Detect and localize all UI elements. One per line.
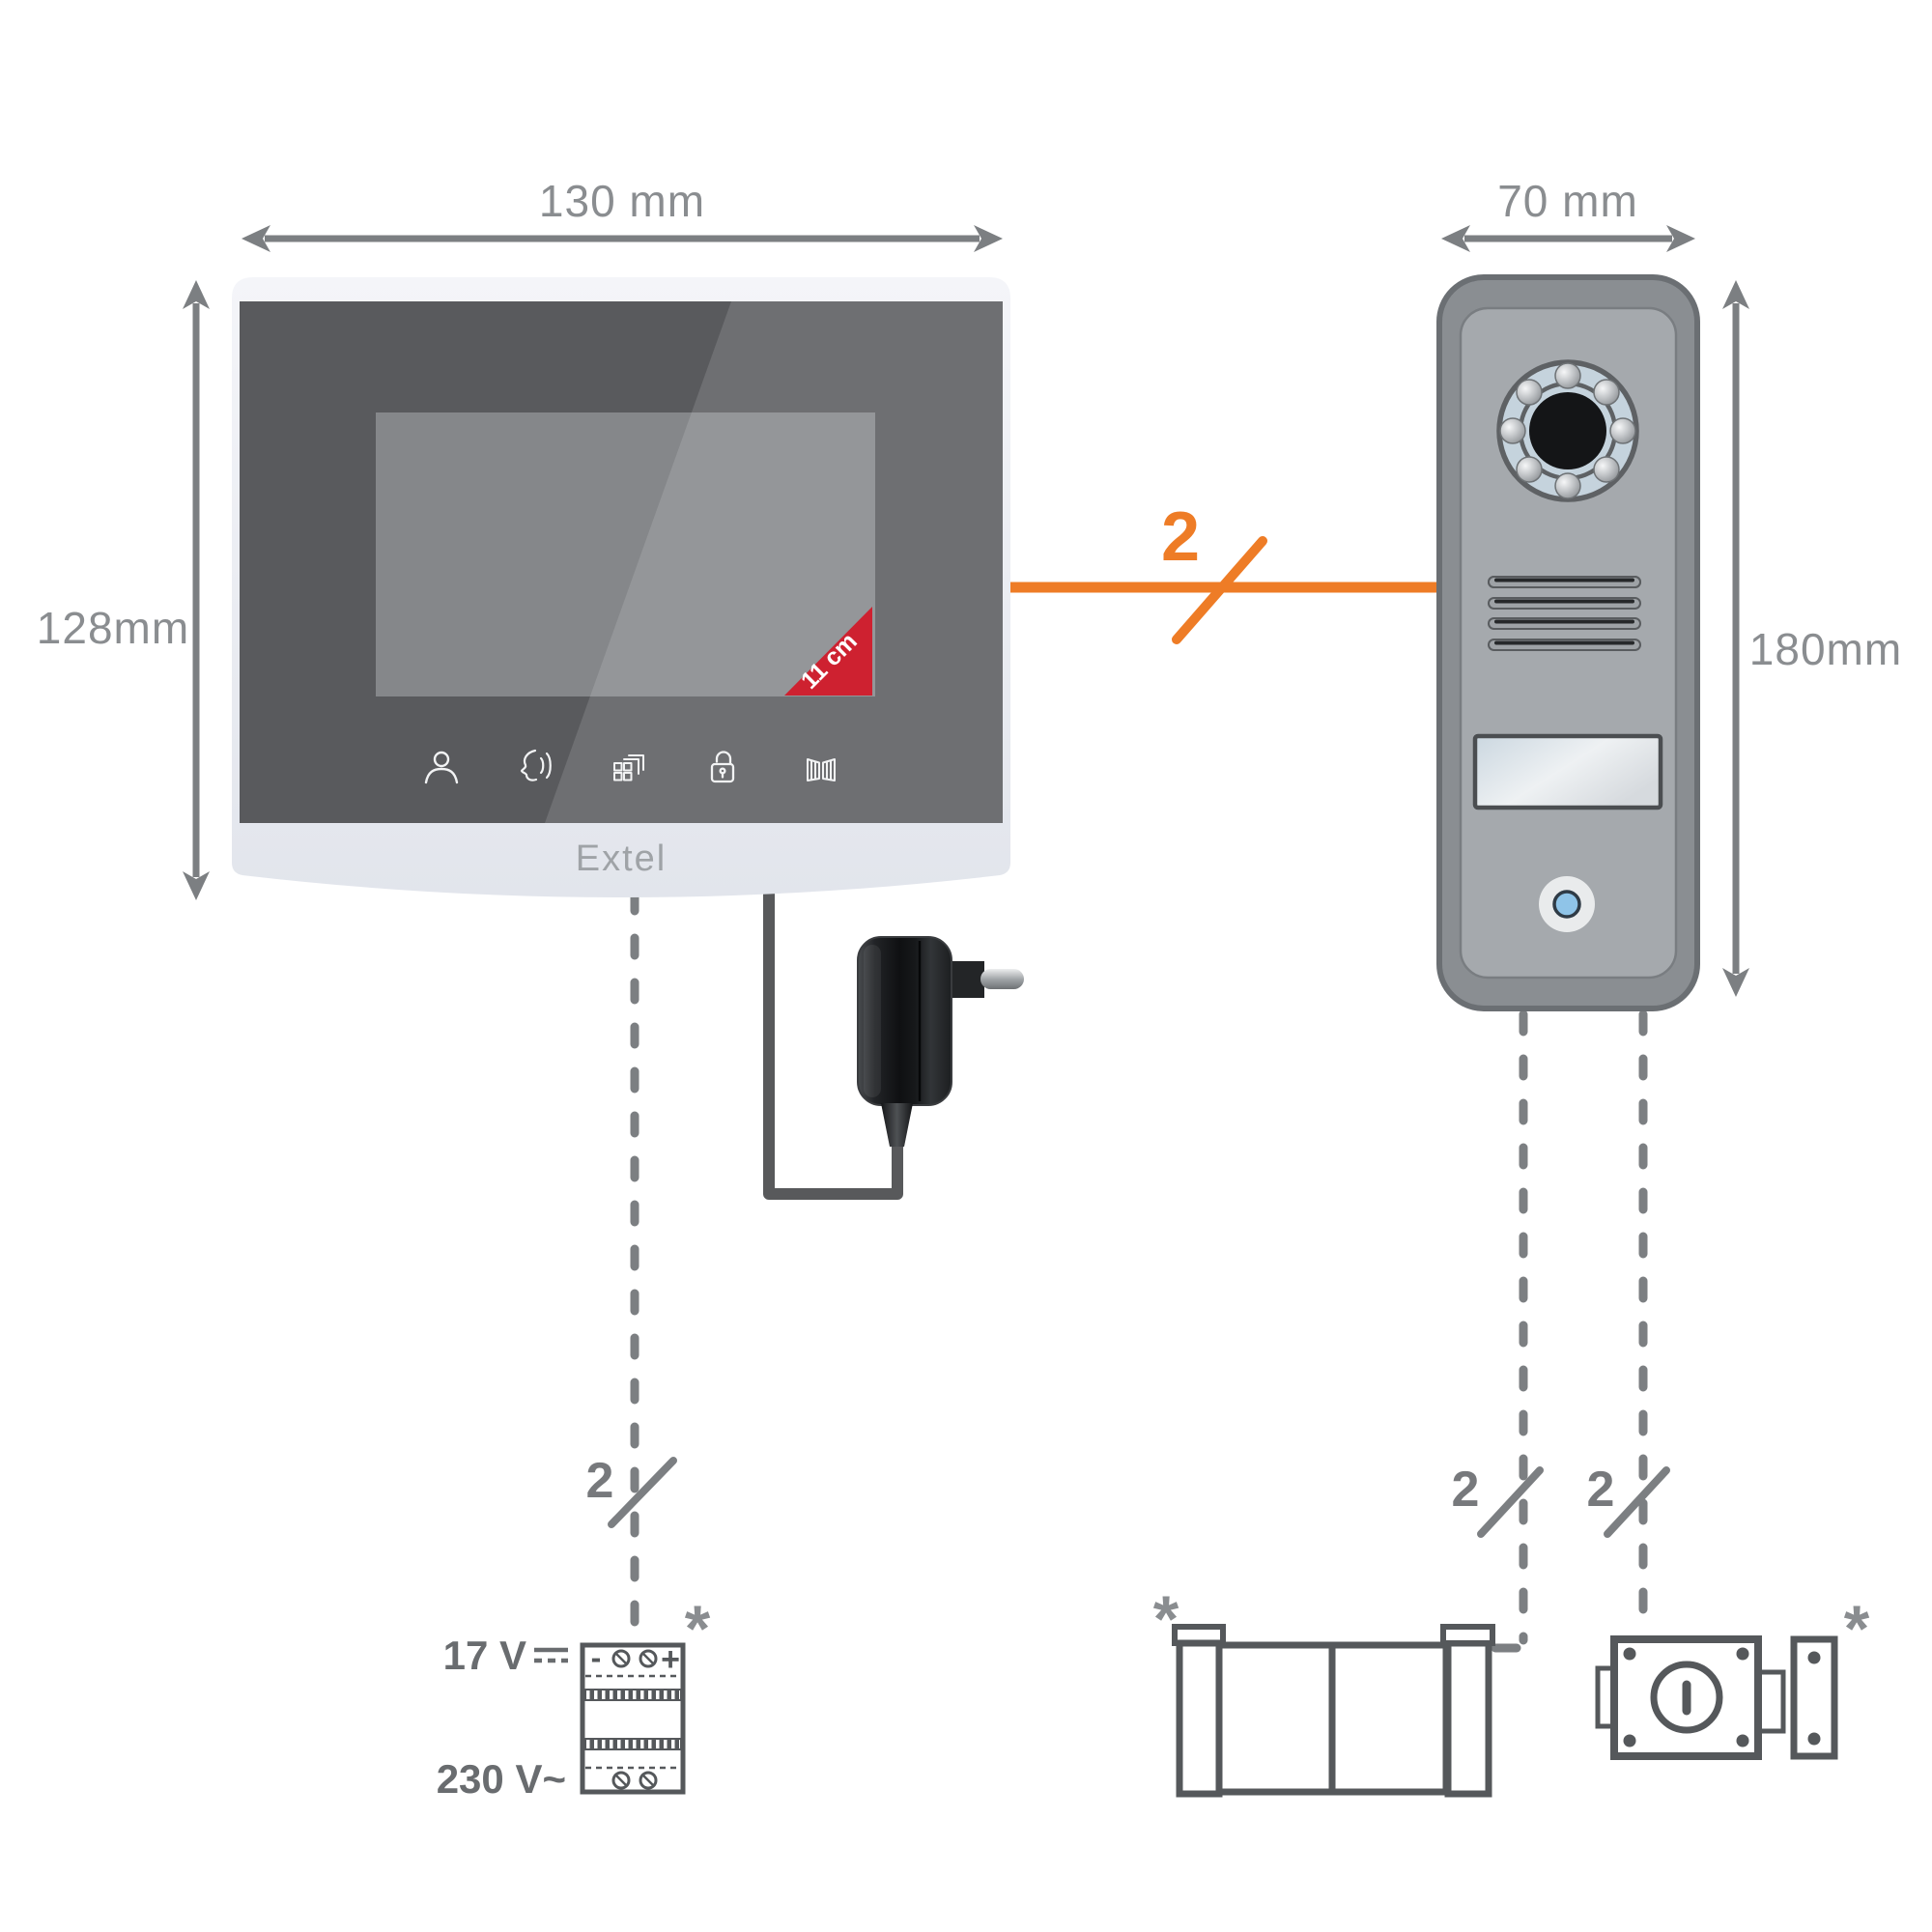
talk-icon[interactable]	[520, 749, 552, 781]
psu-terminal-minus: -	[591, 1640, 602, 1675]
monitor-screen	[376, 412, 875, 696]
gate-wire: 2	[1452, 1009, 1544, 1653]
power-adapter	[857, 936, 1024, 1147]
lock-screw-icon	[1736, 1647, 1749, 1661]
camera	[1496, 359, 1639, 502]
gate-pillar	[1444, 1639, 1492, 1798]
psu-wire-slash-icon	[608, 1457, 677, 1528]
gate-wire-count: 2	[1452, 1462, 1480, 1518]
gate-panel	[1328, 1641, 1450, 1796]
monitor-height-label: 128mm	[37, 603, 189, 653]
psu-screw-slot	[615, 1775, 627, 1786]
bus-wire-slash-icon	[1172, 536, 1267, 644]
psu-screw-icon	[639, 1771, 658, 1790]
plug-base	[950, 961, 984, 998]
name-plate	[1472, 733, 1663, 810]
user-icon[interactable]	[424, 751, 459, 784]
lock-strike-plate	[1790, 1635, 1838, 1760]
gate-icon[interactable]	[807, 758, 836, 781]
gate-wire-slash-icon	[1477, 1466, 1544, 1538]
gate-panel	[1215, 1641, 1338, 1796]
arrowhead-right-icon	[1666, 225, 1695, 252]
arrowhead-left-icon	[1441, 225, 1470, 252]
psu-screw-icon	[611, 1649, 631, 1668]
lock-optional-mark: *	[1844, 1592, 1870, 1665]
camera-led-ring	[1499, 362, 1636, 499]
gate-pillar	[1176, 1639, 1223, 1798]
dimension-monitor-height: 128mm	[37, 280, 210, 900]
psu-screw-slot	[642, 1775, 654, 1786]
call-button[interactable]	[1539, 876, 1595, 932]
arrowhead-left-icon	[242, 225, 270, 252]
psu-output-label: 17 V	[443, 1633, 526, 1678]
psu-screw-icon	[611, 1771, 631, 1790]
speaker-grille	[1488, 576, 1641, 651]
psu-wire: 2	[586, 889, 677, 1645]
power-supply-module: - + 17 V 230 V~ *	[437, 1592, 711, 1802]
dimension-monitor-width: 130 mm	[242, 176, 1003, 252]
arrowhead-up-icon	[183, 280, 210, 309]
gate-pillar-cap	[1440, 1624, 1495, 1646]
door-station-height-label: 180mm	[1749, 624, 1902, 674]
dc-symbol-icon	[534, 1647, 568, 1663]
gate-optional-mark: *	[1153, 1582, 1179, 1656]
monitor-width-label: 130 mm	[539, 176, 705, 226]
dimension-door-station-width: 70 mm	[1441, 176, 1695, 252]
lock-screw-icon	[1807, 1651, 1821, 1664]
lock-wire-count: 2	[1587, 1462, 1615, 1518]
dimension-door-station-height: 180mm	[1722, 280, 1902, 997]
adapter-gloss	[864, 945, 881, 1097]
arrowhead-down-icon	[1722, 968, 1749, 997]
psu-wire-count: 2	[586, 1453, 614, 1509]
arrowhead-up-icon	[1722, 280, 1749, 309]
monitor: 11 cm	[232, 277, 1010, 897]
unlock-icon[interactable]	[710, 751, 735, 783]
camera-lens	[1529, 392, 1606, 469]
psu-optional-mark: *	[685, 1592, 711, 1665]
lock-screw-icon	[1623, 1647, 1636, 1661]
bus-wire: 2	[1010, 498, 1439, 644]
lock-screw-icon	[1807, 1732, 1821, 1746]
lock-wire: 2	[1587, 1009, 1670, 1637]
lock-screw-icon	[1623, 1734, 1636, 1747]
lock-cylinder	[1650, 1661, 1723, 1734]
door-station	[1436, 274, 1700, 1011]
adapter-cable	[763, 874, 903, 1200]
arrowhead-down-icon	[183, 871, 210, 900]
arrowhead-right-icon	[974, 225, 1003, 252]
psu-screw-slot	[615, 1653, 627, 1664]
lock-wire-slash-icon	[1604, 1466, 1670, 1538]
psu-screw-icon	[639, 1649, 658, 1668]
psu-screw-slot	[642, 1653, 654, 1664]
gate-motor: *	[1153, 1582, 1495, 1798]
adapter-strain-relief	[881, 1103, 913, 1147]
psu-terminal-plus: +	[661, 1641, 680, 1678]
call-button-led	[1552, 890, 1581, 919]
screen-size-badge	[784, 607, 872, 696]
electric-lock: *	[1595, 1592, 1870, 1760]
lock-screw-icon	[1736, 1734, 1749, 1747]
plug-pin	[980, 969, 1024, 989]
gallery-icon[interactable]	[613, 754, 644, 781]
psu-input-label: 230 V~	[437, 1756, 566, 1802]
touch-icon-row	[424, 749, 836, 784]
brand-logo: Extel	[576, 838, 667, 879]
bus-wire-count: 2	[1161, 498, 1200, 576]
door-station-width-label: 70 mm	[1497, 176, 1638, 226]
screen-reflection	[545, 301, 1003, 823]
